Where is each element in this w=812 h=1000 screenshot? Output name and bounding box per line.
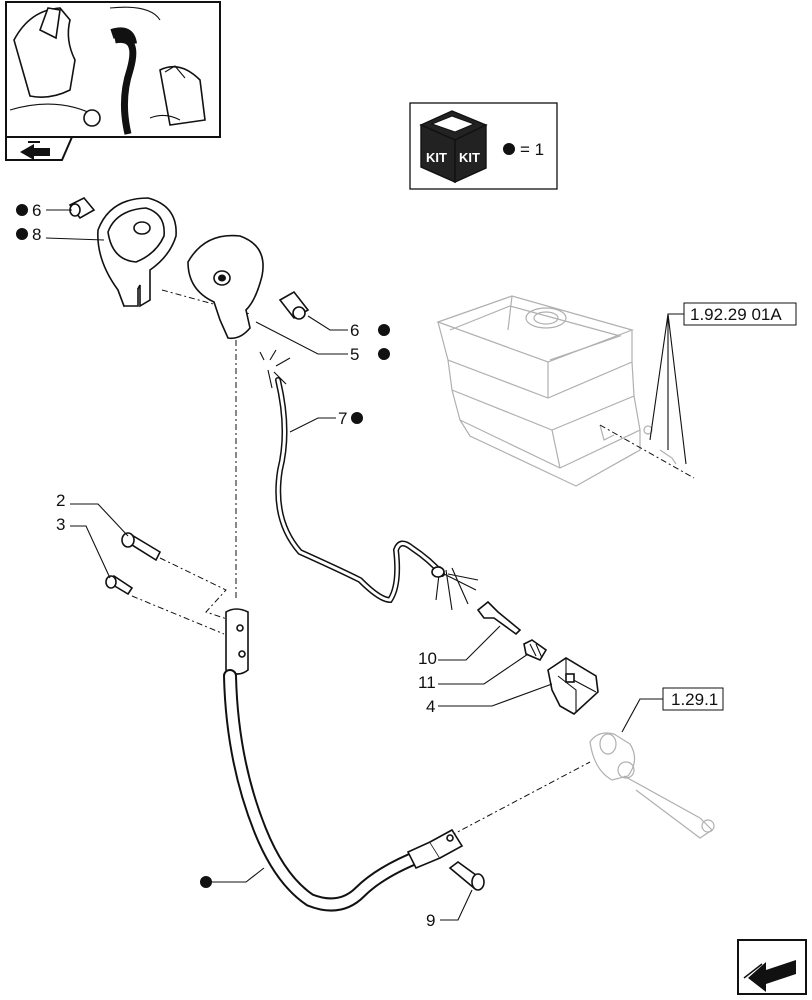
arrow-back-icon bbox=[743, 960, 796, 992]
lever-ghost-part bbox=[589, 732, 715, 839]
svg-text:6: 6 bbox=[350, 321, 359, 340]
kit-legend: KIT KIT = 1 bbox=[409, 102, 558, 190]
boot-ghost-part bbox=[436, 295, 695, 487]
connector-4-part bbox=[547, 657, 599, 715]
svg-text:9: 9 bbox=[426, 911, 435, 930]
svg-text:5: 5 bbox=[350, 345, 359, 364]
ref-boot-text: 1.92.29 01A bbox=[690, 305, 782, 324]
svg-text:8: 8 bbox=[32, 225, 41, 244]
bolt-2-part bbox=[121, 532, 162, 562]
svg-text:4: 4 bbox=[426, 697, 435, 716]
location-thumbnail[interactable] bbox=[5, 1, 221, 138]
kit-dot-icon bbox=[351, 412, 363, 424]
kit-label-right: KIT bbox=[459, 150, 480, 165]
pin-10-part bbox=[476, 600, 522, 636]
callout-9: 9 bbox=[426, 889, 473, 930]
knob-part bbox=[187, 234, 264, 340]
callout-8: 8 bbox=[16, 225, 105, 244]
kit-dot-icon bbox=[16, 204, 28, 216]
svg-text:2: 2 bbox=[56, 491, 65, 510]
kit-dot-icon bbox=[378, 324, 390, 336]
ref-boot-tag[interactable]: 1.92.29 01A bbox=[649, 302, 797, 465]
screw-6-right-part bbox=[278, 290, 310, 320]
svg-text:10: 10 bbox=[418, 649, 437, 668]
callout-rod bbox=[200, 867, 265, 888]
kit-equals-label: = 1 bbox=[520, 140, 544, 159]
callout-4: 4 bbox=[426, 683, 553, 716]
callout-6-right: 6 bbox=[307, 315, 390, 340]
arrow-left-icon bbox=[20, 141, 50, 160]
bolt-9-part bbox=[448, 861, 485, 891]
callout-5: 5 bbox=[255, 321, 390, 364]
svg-text:6: 6 bbox=[32, 201, 41, 220]
wire-harness-part bbox=[259, 349, 479, 611]
kit-box-icon: KIT KIT bbox=[419, 110, 488, 184]
nav-next-button[interactable] bbox=[737, 939, 807, 995]
callout-2: 2 bbox=[56, 491, 129, 537]
callout-7: 7 bbox=[289, 409, 363, 433]
callout-11: 11 bbox=[418, 653, 529, 692]
callout-3: 3 bbox=[56, 515, 111, 579]
bolt-3-part bbox=[105, 574, 134, 596]
svg-text:7: 7 bbox=[338, 409, 347, 428]
callout-6-top: 6 bbox=[16, 201, 72, 220]
callout-10: 10 bbox=[418, 625, 501, 668]
knob-handle-part bbox=[97, 197, 177, 308]
screw-6-top-part bbox=[68, 197, 96, 220]
ref-lever-text: 1.29.1 bbox=[671, 690, 718, 709]
kit-label-left: KIT bbox=[426, 150, 447, 165]
nav-prev-button[interactable] bbox=[5, 136, 74, 161]
ref-lever-tag[interactable]: 1.29.1 bbox=[621, 687, 724, 733]
kit-dot-icon bbox=[378, 348, 390, 360]
seal-11-part bbox=[523, 639, 548, 662]
kit-dot-icon bbox=[200, 876, 212, 888]
kit-dot-icon bbox=[16, 228, 28, 240]
svg-text:11: 11 bbox=[418, 673, 436, 692]
lever-rod-part bbox=[223, 608, 464, 912]
kit-dot-icon bbox=[503, 143, 515, 155]
svg-text:3: 3 bbox=[56, 515, 65, 534]
